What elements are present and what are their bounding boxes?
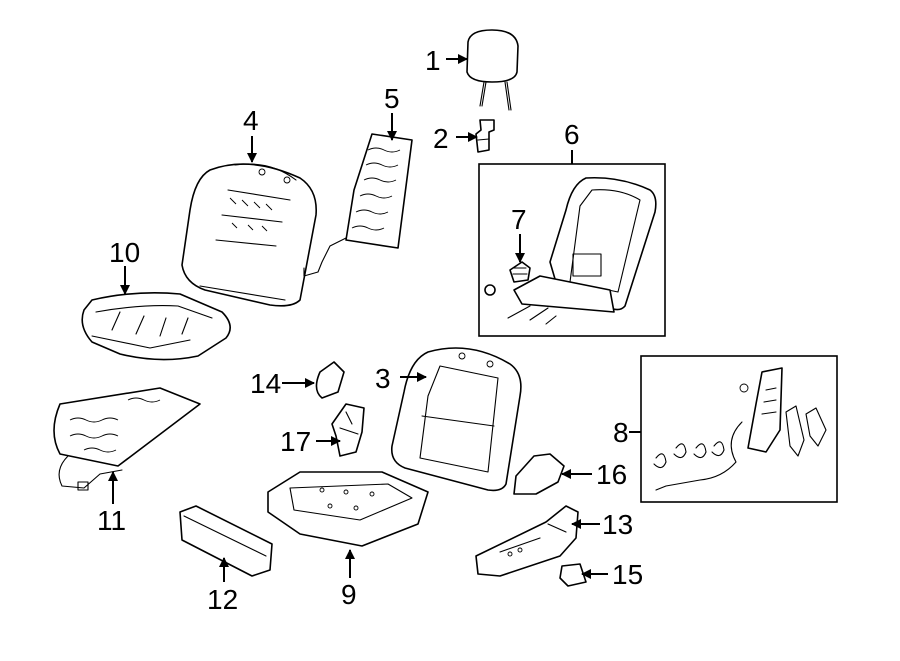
headrest-part[interactable] bbox=[466, 29, 519, 111]
callout-10: 10 bbox=[109, 237, 140, 268]
callout-3: 3 bbox=[375, 363, 391, 394]
callout-labels: 1 2 3 4 5 6 7 8 9 10 11 12 13 14 15 16 1… bbox=[97, 45, 643, 615]
callout-4: 4 bbox=[243, 105, 259, 136]
seat-cushion-pad-part[interactable] bbox=[267, 471, 429, 547]
side-trim-part[interactable] bbox=[475, 505, 579, 577]
callout-15: 15 bbox=[612, 559, 643, 590]
seat-back-cover-part[interactable] bbox=[181, 163, 317, 307]
callout-13: 13 bbox=[602, 509, 633, 540]
seat-back-heater-part[interactable] bbox=[303, 133, 413, 277]
callout-11: 11 bbox=[97, 505, 126, 536]
airbag-box bbox=[640, 355, 838, 503]
airbag-clips-part[interactable] bbox=[653, 405, 827, 469]
seat-back-frame-part[interactable] bbox=[507, 176, 657, 325]
switch-knob-part[interactable] bbox=[559, 563, 587, 587]
callout-1: 1 bbox=[425, 45, 441, 76]
headrest-guide-part[interactable] bbox=[475, 119, 495, 153]
seat-back-pad-part[interactable] bbox=[390, 347, 522, 492]
cushion-bracket-part[interactable] bbox=[331, 403, 365, 457]
recliner-cover-part[interactable] bbox=[513, 453, 565, 495]
callout-9: 9 bbox=[341, 579, 357, 610]
trim-panel-part[interactable] bbox=[179, 505, 273, 577]
side-airbag-part[interactable] bbox=[655, 367, 783, 491]
callout-2: 2 bbox=[433, 123, 449, 154]
callout-16: 16 bbox=[596, 459, 627, 490]
seat-cushion-heater-part[interactable] bbox=[53, 387, 201, 491]
callout-5: 5 bbox=[384, 83, 400, 114]
callout-6: 6 bbox=[564, 119, 580, 150]
bolt-part[interactable] bbox=[509, 261, 531, 283]
callout-14: 14 bbox=[250, 368, 281, 399]
callout-8: 8 bbox=[613, 417, 629, 448]
side-cover-part[interactable] bbox=[315, 361, 345, 399]
callout-7: 7 bbox=[511, 204, 527, 235]
seat-cushion-cover-part[interactable] bbox=[81, 292, 231, 361]
callout-17: 17 bbox=[280, 426, 311, 457]
leader-lines bbox=[108, 54, 641, 582]
callout-12: 12 bbox=[207, 584, 238, 615]
nut-part[interactable] bbox=[484, 284, 496, 296]
